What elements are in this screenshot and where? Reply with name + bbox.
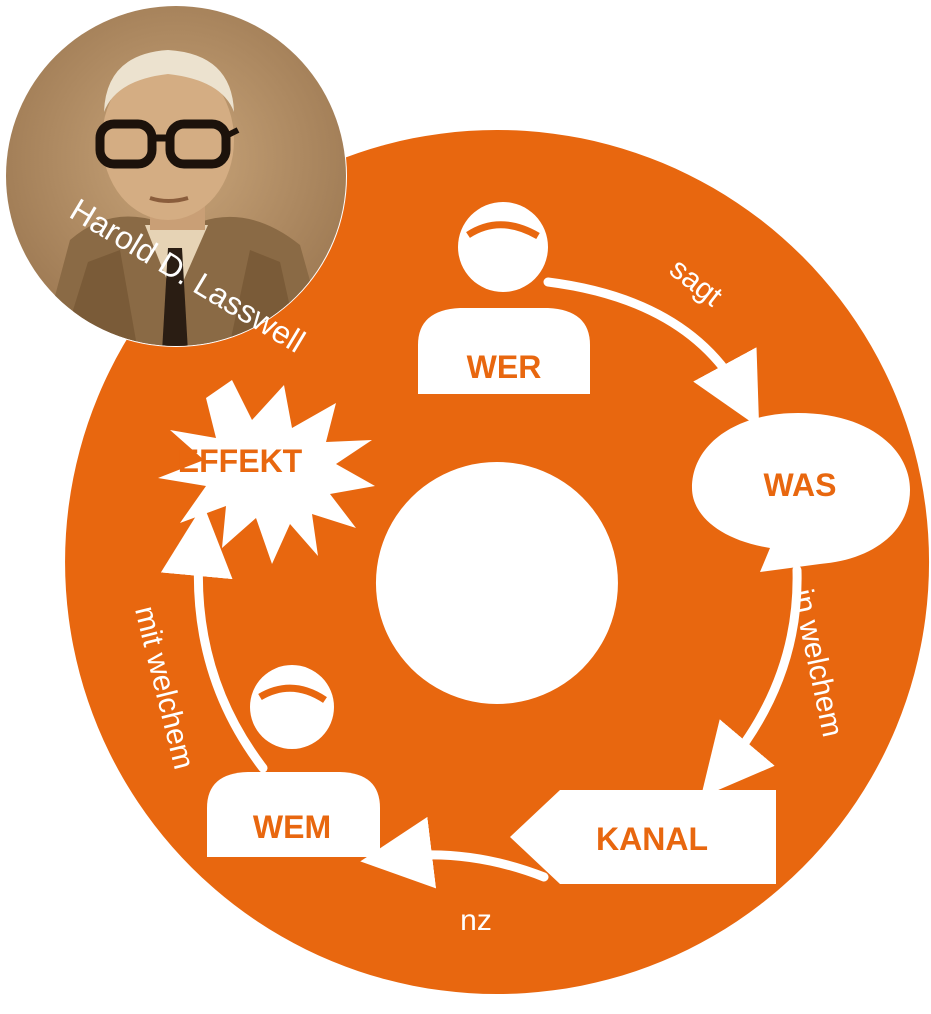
starburst-icon: [158, 380, 375, 564]
node-was-label: WAS: [764, 467, 837, 503]
node-effekt: EFFEKT: [158, 380, 375, 564]
node-was: WAS: [692, 413, 910, 572]
arrow-wer-to-was: [543, 277, 760, 428]
node-wer-label: WER: [467, 349, 542, 385]
person-icon: [418, 202, 590, 394]
node-kanal: KANAL: [510, 790, 776, 884]
node-wem-label: WEM: [253, 809, 331, 845]
person-icon: [207, 665, 380, 857]
node-wem: WEM: [207, 665, 380, 857]
arrow-kanal-to-wem: [360, 816, 549, 889]
arrow-wem-to-effekt: [160, 504, 268, 773]
node-wer: WER: [418, 202, 590, 394]
node-effekt-label: EFFEKT: [178, 443, 303, 479]
flow-arrows: [160, 277, 802, 889]
edge-label-nz: nz: [460, 904, 492, 937]
node-kanal-label: KANAL: [596, 821, 708, 857]
speech-bubble-icon: [692, 413, 910, 572]
portrait-photo: Harold D. Lasswell: [5, 5, 347, 360]
channel-tag-icon: [510, 790, 776, 884]
arrow-was-to-kanal: [700, 565, 802, 798]
